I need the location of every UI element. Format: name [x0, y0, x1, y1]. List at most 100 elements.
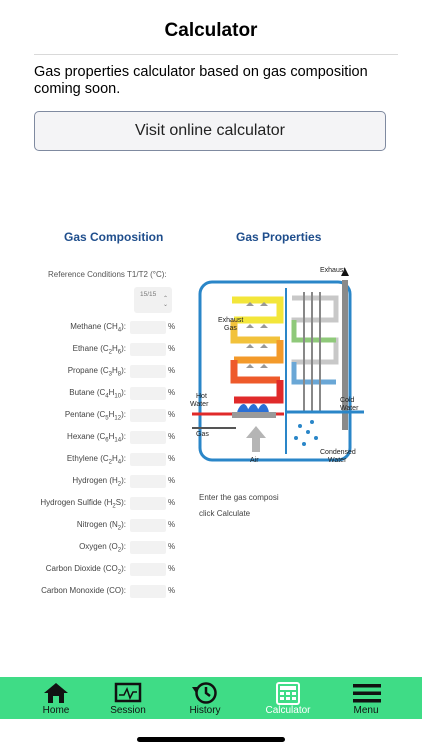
component-label: Ethane (C2H6): — [73, 344, 126, 356]
percent-unit: % — [168, 476, 176, 485]
diagram-label-air: Air — [250, 457, 259, 464]
tab-menu[interactable]: Menu — [324, 677, 408, 719]
component-label-part: 2 — [112, 503, 116, 510]
component-label-part: Propane (C — [67, 366, 109, 375]
gas-composition-row: Hydrogen (H2):% — [0, 475, 180, 489]
component-label: Hexane (C6H14): — [67, 432, 126, 444]
component-label-part: 14 — [114, 437, 122, 444]
menu-icon — [324, 681, 408, 705]
component-label: Methane (CH4): — [70, 322, 126, 334]
component-label-part: Hydrogen Sulfide (H — [40, 498, 113, 507]
percent-unit: % — [168, 542, 176, 551]
visit-online-calculator-button[interactable]: Visit online calculator — [34, 111, 386, 151]
component-label: Oxygen (O2): — [79, 542, 126, 554]
component-label-part: S — [115, 498, 122, 507]
component-percent-input[interactable] — [130, 453, 166, 466]
reference-conditions-label: Reference Conditions T1/T2 (°C): — [48, 270, 167, 279]
condensing-boiler-diagram: Exhaust Exhaust Gas Hot Water Cold Water… — [188, 262, 364, 472]
gas-composition-row: Pentane (C5H12):% — [0, 409, 180, 423]
percent-unit: % — [168, 586, 176, 595]
component-label: Hydrogen (H2): — [72, 476, 126, 488]
diagram-label-exhaust-gas-2: Gas — [224, 325, 237, 332]
tab-history-label: History — [189, 705, 221, 716]
component-percent-input[interactable] — [130, 343, 166, 356]
component-label-part: 8 — [117, 371, 122, 378]
component-label-part: Methane (CH — [70, 322, 118, 331]
instruction-text: Enter the gas composi click Calculate — [199, 490, 309, 522]
percent-unit: % — [168, 322, 176, 331]
component-label-part: 10 — [114, 393, 122, 400]
component-label-part: H — [108, 410, 115, 419]
component-label-part: H — [108, 432, 115, 441]
tab-bar: Home Session History — [0, 677, 422, 719]
gas-composition-row: Carbon Dioxide (CO2):% — [0, 563, 180, 577]
component-label-part: 2 — [117, 547, 122, 554]
component-label-part: Hexane (C — [67, 432, 106, 441]
tab-calculator[interactable]: Calculator — [246, 677, 330, 719]
component-label-part: Butane (C — [69, 388, 106, 397]
percent-unit: % — [168, 520, 176, 529]
component-label-part: 2 — [117, 569, 122, 576]
gas-composition-heading: Gas Composition — [64, 230, 164, 244]
component-label-part: Ethane (C — [72, 344, 109, 353]
component-percent-input[interactable] — [130, 321, 166, 334]
component-percent-input[interactable] — [130, 541, 166, 554]
tab-session-label: Session — [110, 705, 146, 716]
instruction-line-1: Enter the gas composi — [199, 493, 279, 502]
component-percent-input[interactable] — [130, 431, 166, 444]
component-percent-input[interactable] — [130, 365, 166, 378]
component-percent-input[interactable] — [130, 585, 166, 598]
tab-home-label: Home — [42, 705, 70, 716]
home-indicator[interactable] — [137, 737, 285, 742]
diagram-label-cold: Cold — [340, 397, 355, 404]
component-label-part: Ethylene (C — [66, 454, 109, 463]
gas-composition-row: Ethane (C2H6):% — [0, 343, 180, 357]
component-percent-input[interactable] — [130, 409, 166, 422]
diagram-label-exhaust: Exhaust — [320, 267, 345, 274]
diagram-label-exhaust-gas: Exhaust — [218, 317, 243, 324]
component-label-part: 2 — [117, 525, 122, 532]
gas-composition-row: Methane (CH4):% — [0, 321, 180, 335]
component-percent-input[interactable] — [130, 475, 166, 488]
gas-composition-row: Hydrogen Sulfide (H2S):% — [0, 497, 180, 511]
percent-unit: % — [168, 388, 176, 397]
component-label-part: Carbon Dioxide (CO — [45, 564, 118, 573]
component-label-part: 3 — [108, 371, 112, 378]
component-label-part: Oxygen (O — [79, 542, 118, 551]
component-label: Nitrogen (N2): — [77, 520, 126, 532]
diagram-label-hot-water: Water — [190, 401, 209, 408]
component-label-part: H — [108, 388, 115, 397]
diagram-label-hot: Hot — [196, 393, 207, 400]
diagram-label-condensed-water: Water — [328, 457, 347, 464]
calculator-icon — [246, 681, 330, 705]
component-label-part: H — [111, 454, 118, 463]
gas-composition-row: Hexane (C6H14):% — [0, 431, 180, 445]
component-label-part: ): — [121, 366, 126, 375]
gas-properties-heading: Gas Properties — [236, 230, 322, 244]
gas-composition-row: Nitrogen (N2):% — [0, 519, 180, 533]
component-percent-input[interactable] — [130, 519, 166, 532]
instruction-line-2: click Calculate — [199, 509, 251, 518]
component-label-part: 2 — [117, 481, 122, 488]
component-label-part: ): — [121, 322, 126, 331]
tab-home[interactable]: Home — [14, 677, 98, 719]
history-icon — [163, 681, 247, 705]
intro-text: Gas properties calculator based on gas c… — [34, 64, 368, 97]
reference-conditions-select[interactable]: 15/15 ⌃⌄ — [134, 287, 172, 313]
gas-composition-row: Carbon Monoxide (CO):% — [0, 585, 180, 599]
component-percent-input[interactable] — [130, 563, 166, 576]
component-percent-input[interactable] — [130, 387, 166, 400]
component-label-part: ): — [121, 498, 126, 507]
component-label-part: H — [111, 344, 118, 353]
tab-calculator-label: Calculator — [265, 705, 311, 716]
diagram-label-condensed: Condensed — [320, 449, 356, 456]
percent-unit: % — [168, 454, 176, 463]
tab-history[interactable]: History — [163, 677, 247, 719]
component-percent-input[interactable] — [130, 497, 166, 510]
component-label: Carbon Monoxide (CO): — [41, 586, 126, 595]
percent-unit: % — [168, 410, 176, 419]
tab-session[interactable]: Session — [86, 677, 170, 719]
gas-composition-row: Ethylene (C2H4):% — [0, 453, 180, 467]
component-label-part: ): — [121, 454, 126, 463]
component-label-part: 2 — [108, 459, 112, 466]
